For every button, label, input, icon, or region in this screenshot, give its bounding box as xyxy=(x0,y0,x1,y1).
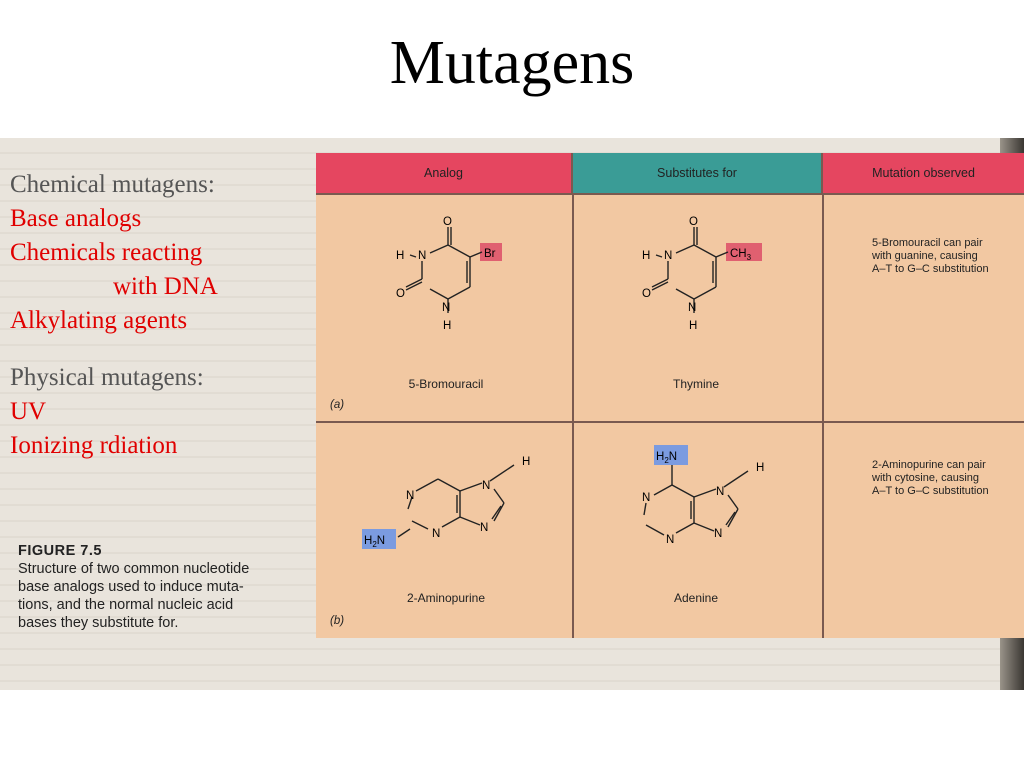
caption-line: bases they substitute for. xyxy=(18,615,179,631)
header-mutation-observed: Mutation observed xyxy=(823,153,1024,193)
header-analog: Analog xyxy=(316,153,573,193)
base-analogs-item: Base analogs xyxy=(10,205,142,232)
atom-o: O xyxy=(396,288,405,300)
table-body xyxy=(316,193,1024,638)
alkylating-agents-item: Alkylating agents xyxy=(10,307,188,334)
part-label: (b) xyxy=(330,615,345,627)
atom-h: H xyxy=(396,250,404,262)
chemical-mutagens-heading: Chemical mutagens: xyxy=(10,171,215,198)
nh2-highlight xyxy=(654,445,688,465)
mutagen-list: Chemical mutagens: Base analogs Chemical… xyxy=(10,168,310,463)
uv-item: UV xyxy=(10,398,47,425)
br-highlight xyxy=(480,243,502,261)
physical-mutagens-heading: Physical mutagens: xyxy=(10,364,204,391)
ch3-highlight xyxy=(726,243,762,261)
atom-h: H xyxy=(642,250,650,262)
atom-n: N xyxy=(642,492,650,504)
analog-name: 2-Aminopurine xyxy=(406,591,486,605)
slide-title: Mutagens xyxy=(389,29,635,97)
atom-n: N xyxy=(418,250,426,262)
mutation-observed-text: 5-Bromouracil can pair with guanine, cau… xyxy=(872,237,989,275)
figure-caption: FIGURE 7.5 Structure of two common nucle… xyxy=(18,542,318,632)
atom-n: N xyxy=(482,480,490,492)
atom-h: H xyxy=(443,320,451,332)
atom-n: N xyxy=(716,486,724,498)
header-substitutes-for: Substitutes for xyxy=(573,153,823,193)
atom-br: Br xyxy=(484,248,496,260)
atom-o: O xyxy=(642,288,651,300)
mutation-observed-text: 2-Aminopurine can pair with cytosine, ca… xyxy=(872,459,989,497)
column-divider xyxy=(822,193,824,638)
atom-n: N xyxy=(480,522,488,534)
base-analog-table: Analog Substitutes for Mutation observed… xyxy=(316,153,1024,638)
bromouracil-structure: O Br H N O N H xyxy=(396,216,502,332)
atom-o: O xyxy=(443,216,452,228)
atom-h: H xyxy=(522,456,530,468)
thymine-structure: O CH3 H N O N H xyxy=(642,216,762,332)
adenine-structure: H2N H N N N N xyxy=(642,445,764,546)
atom-n: N xyxy=(714,528,722,540)
atom-n: N xyxy=(666,534,674,546)
part-label: (a) xyxy=(330,399,345,411)
atom-n: N xyxy=(442,302,450,314)
atom-ch3: CH3 xyxy=(730,248,752,262)
caption-line: tions, and the normal nucleic acid xyxy=(18,597,234,613)
atom-h: H xyxy=(756,462,764,474)
aminopurine-structure: H N N N N H2N xyxy=(362,456,530,549)
atom-n: N xyxy=(688,302,696,314)
row-divider xyxy=(316,193,1024,195)
atom-n: N xyxy=(406,490,414,502)
chemicals-reacting-item: Chemicals reacting xyxy=(10,239,203,266)
ionizing-radiation-item: Ionizing rdiation xyxy=(10,432,178,459)
atom-n: N xyxy=(432,528,440,540)
row-divider xyxy=(316,421,1024,423)
column-divider xyxy=(572,193,574,638)
atom-o: O xyxy=(689,216,698,228)
atom-h: H xyxy=(689,320,697,332)
substitute-name: Thymine xyxy=(672,377,719,391)
caption-line: base analogs used to induce muta- xyxy=(18,579,244,595)
atom-h2n: H2N xyxy=(364,535,385,549)
caption-line: Structure of two common nucleotide xyxy=(18,561,250,577)
nh2-highlight xyxy=(362,529,396,549)
figure-number: FIGURE 7.5 xyxy=(18,543,102,559)
atom-n: N xyxy=(664,250,672,262)
analog-name: 5-Bromouracil xyxy=(408,377,484,391)
atom-h2n: H2N xyxy=(656,451,677,465)
substitute-name: Adenine xyxy=(673,591,719,605)
with-dna-item: with DNA xyxy=(113,273,218,300)
